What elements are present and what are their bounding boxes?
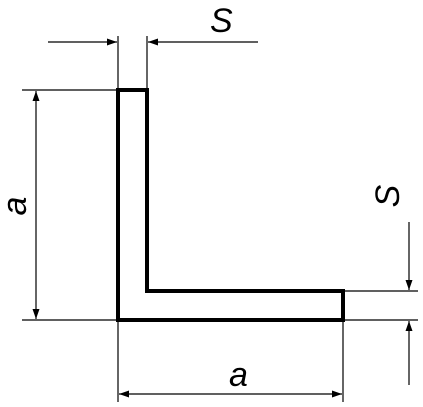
extension-lines bbox=[22, 36, 418, 402]
label-thickness-top: S bbox=[210, 2, 233, 40]
label-leg-width: a bbox=[229, 356, 248, 394]
label-leg-height: a bbox=[0, 197, 34, 216]
label-thickness-right: S bbox=[369, 184, 407, 207]
l-profile-outline bbox=[116, 88, 345, 322]
